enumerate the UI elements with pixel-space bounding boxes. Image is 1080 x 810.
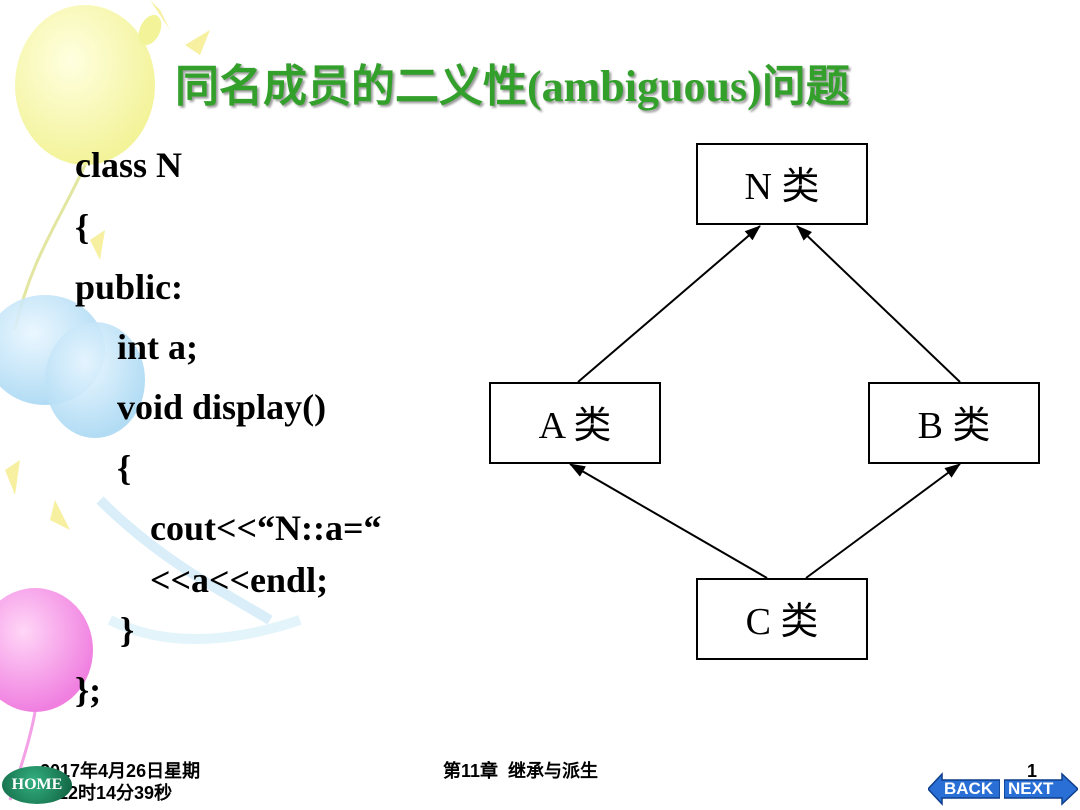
code-line: }; bbox=[75, 670, 102, 710]
class-node-b-label: B 类 bbox=[918, 405, 991, 447]
next-button[interactable]: NEXT bbox=[1004, 772, 1078, 806]
code-line: int a; bbox=[117, 327, 198, 367]
edge-c-to-a bbox=[569, 463, 768, 579]
back-arrow-icon bbox=[928, 772, 1000, 806]
footer-date: 2017年4月26日星期 三12时14分39秒 bbox=[40, 760, 200, 804]
slide-title: 同名成员的二义性(ambiguous)问题 bbox=[175, 62, 850, 111]
class-node-b: B 类 bbox=[868, 382, 1040, 464]
code-line: cout<<“N::a=“ bbox=[150, 508, 382, 548]
code-line: } bbox=[120, 610, 135, 650]
home-button-label: HOME bbox=[11, 776, 63, 793]
footer-date-line1: 2017年4月26日星期 bbox=[40, 761, 201, 781]
back-button[interactable]: BACK bbox=[928, 772, 1000, 806]
code-line: { bbox=[75, 207, 90, 247]
code-line: class N bbox=[75, 145, 182, 185]
footer-chapter: 第11章 继承与派生 bbox=[443, 761, 599, 781]
code-line: void display() bbox=[117, 387, 327, 427]
next-button-label: NEXT bbox=[1008, 779, 1054, 798]
edge-a-to-n bbox=[577, 225, 761, 383]
class-node-c: C 类 bbox=[696, 578, 868, 660]
footer-date-line2: 三12时14分39秒 bbox=[40, 783, 173, 803]
class-node-a: A 类 bbox=[489, 382, 661, 464]
class-node-a-label: A 类 bbox=[539, 405, 612, 447]
class-node-n-label: N 类 bbox=[745, 166, 820, 208]
class-node-c-label: C 类 bbox=[746, 601, 819, 643]
code-line: { bbox=[117, 448, 132, 488]
inheritance-diagram: N 类 A 类 B 类 C 类 bbox=[489, 143, 1040, 660]
back-button-label: BACK bbox=[944, 779, 994, 798]
page-number: 1 bbox=[1027, 761, 1038, 781]
home-button[interactable]: HOME bbox=[2, 766, 72, 804]
edge-b-to-n bbox=[796, 225, 961, 383]
balloon-decoration bbox=[0, 0, 302, 801]
code-line: <<a<<endl; bbox=[150, 560, 329, 600]
edge-c-to-b bbox=[805, 463, 961, 579]
code-line: public: bbox=[75, 267, 184, 307]
class-node-n: N 类 bbox=[696, 143, 868, 225]
next-arrow-icon bbox=[1004, 772, 1078, 806]
